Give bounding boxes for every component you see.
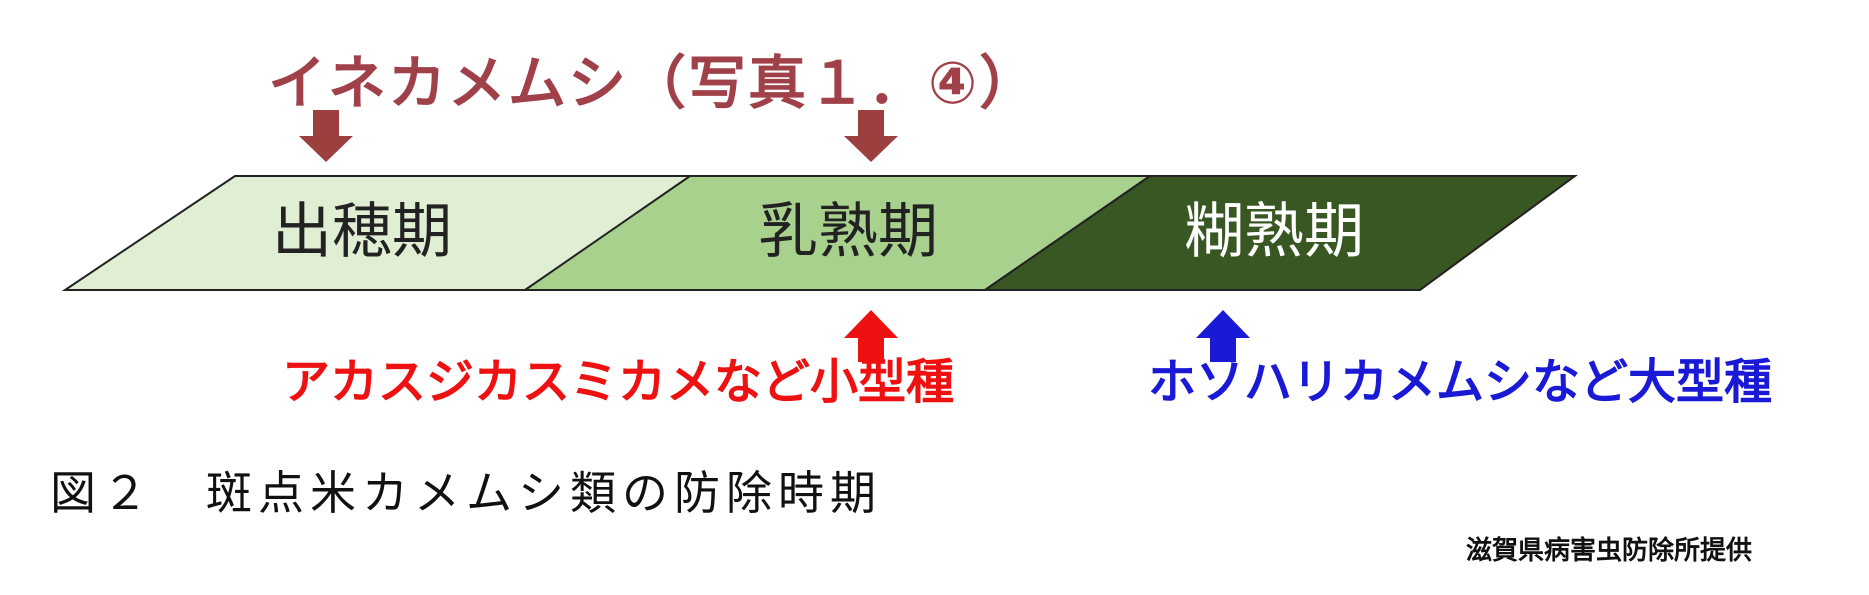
arrow-up-small-species-icon (844, 310, 898, 362)
arrow-up-large-species-icon (1196, 310, 1250, 362)
arrow-down-milk-icon (844, 110, 898, 162)
arrow-down-heading-icon (299, 110, 353, 162)
figure-caption: 図２ 斑点米カメムシ類の防除時期 (50, 466, 882, 520)
source-credit: 滋賀県病害虫防除所提供 (1466, 536, 1753, 566)
diagram-title: イネカメムシ（写真１．④） (268, 49, 1040, 117)
stage-milk-ripening-label: 乳熟期 (758, 197, 938, 267)
stage-dough-ripening-shape (981, 175, 1579, 291)
large-species-label: ホソハリカメムシなど大型種 (1148, 354, 1773, 410)
small-species-label: アカスジカスミカメなど小型種 (282, 354, 955, 410)
stage-heading-label: 出穂期 (272, 197, 452, 267)
stage-dough-ripening-label: 糊熟期 (1184, 197, 1364, 267)
